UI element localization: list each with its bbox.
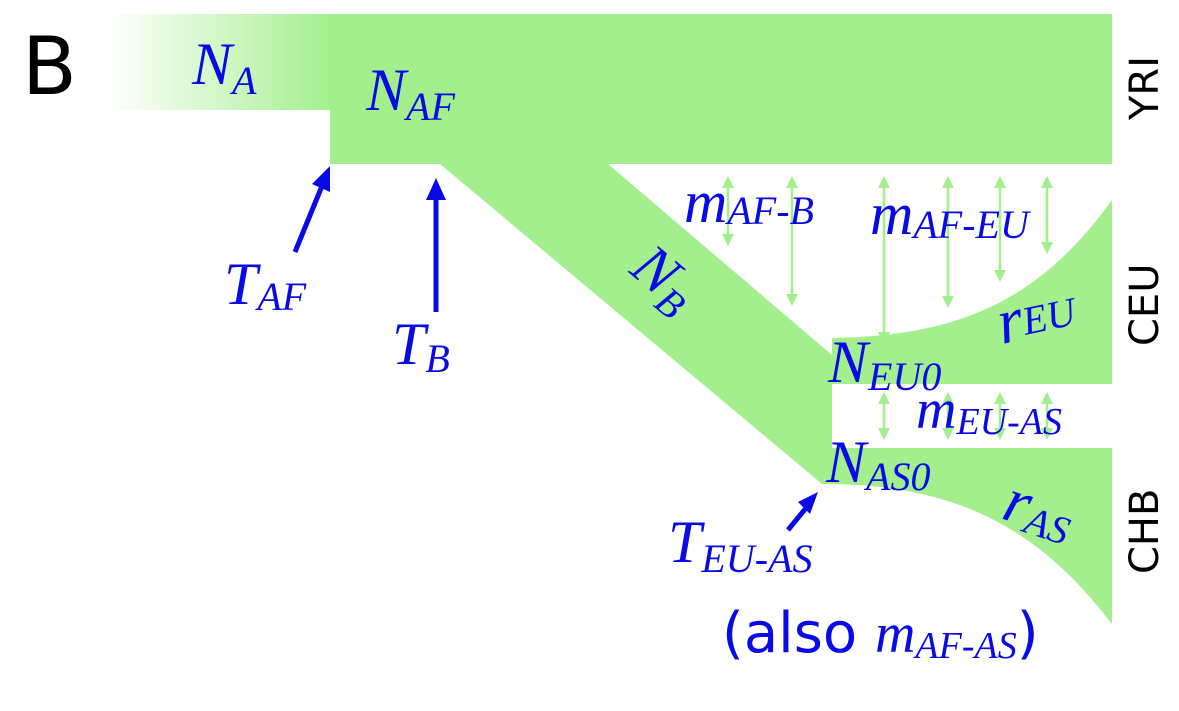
migration-arrow bbox=[878, 176, 890, 344]
also-note-close: ) bbox=[1017, 601, 1039, 666]
african-population-band bbox=[330, 14, 1112, 164]
param-n-eu0-sub: EU0 bbox=[867, 354, 941, 399]
also-note: (also mAF-AS) bbox=[722, 601, 1039, 667]
t-eu-as-arrow bbox=[786, 492, 818, 532]
migration-arrows-eu-as bbox=[878, 392, 1053, 440]
population-label-ceu: CEU bbox=[1122, 264, 1168, 346]
param-t-b-sub: B bbox=[425, 336, 449, 381]
migration-arrow bbox=[786, 176, 798, 306]
param-n-a: NA bbox=[191, 31, 257, 103]
param-m-eu-as-sub: EU-AS bbox=[955, 401, 1062, 443]
population-label-yri: YRI bbox=[1122, 56, 1168, 121]
also-note-sub: AF-AS bbox=[912, 625, 1016, 667]
t-af-arrow bbox=[292, 166, 330, 253]
population-label-chb: CHB bbox=[1122, 489, 1168, 574]
migration-arrows-af-b bbox=[722, 176, 798, 306]
param-n-eu0: NEU0 bbox=[827, 329, 941, 399]
param-n-eu0-base: N bbox=[827, 329, 871, 395]
param-m-af-eu-base: m bbox=[870, 181, 913, 247]
migration-arrows-af-eu bbox=[878, 176, 1053, 344]
chb-branch bbox=[832, 448, 1112, 624]
param-m-eu-as-base: m bbox=[916, 379, 956, 441]
param-m-eu-as: mEU-AS bbox=[916, 379, 1062, 443]
ceu-branch bbox=[832, 200, 1112, 384]
also-note-open: (also bbox=[722, 601, 875, 666]
param-t-eu-as-base: T bbox=[668, 509, 705, 575]
param-n-af-sub: AF bbox=[403, 84, 455, 129]
panel-label: B bbox=[22, 20, 77, 113]
migration-arrow bbox=[878, 392, 890, 440]
migration-arrow bbox=[994, 392, 1006, 440]
t-b-arrow bbox=[426, 178, 446, 312]
param-t-b: TB bbox=[392, 311, 450, 381]
migration-arrow bbox=[942, 392, 954, 440]
param-t-eu-as: TEU-AS bbox=[668, 509, 812, 581]
migration-arrow bbox=[1041, 176, 1053, 254]
bottleneck-branch bbox=[440, 164, 832, 484]
migration-arrow bbox=[994, 176, 1006, 282]
param-n-af-base: N bbox=[365, 57, 409, 123]
ancestral-population-band bbox=[108, 14, 334, 110]
param-n-as0-sub: AS0 bbox=[863, 454, 930, 499]
migration-arrow bbox=[942, 176, 954, 308]
param-t-b-base: T bbox=[392, 311, 429, 377]
also-note-base: m bbox=[875, 603, 915, 665]
param-m-af-eu-sub: AF-EU bbox=[910, 202, 1032, 247]
param-m-af-b: mAF-B bbox=[684, 169, 814, 235]
migration-arrow bbox=[1041, 392, 1053, 440]
param-t-af-base: T bbox=[224, 251, 261, 317]
migration-arrow bbox=[722, 176, 734, 246]
param-m-af-eu: mAF-EU bbox=[870, 181, 1032, 247]
param-t-eu-as-sub: EU-AS bbox=[700, 536, 812, 581]
param-m-af-b-sub: AF-B bbox=[724, 188, 814, 233]
param-t-af-sub: AF bbox=[254, 274, 306, 319]
param-m-af-b-base: m bbox=[684, 169, 727, 235]
param-n-af: NAF bbox=[365, 57, 455, 129]
param-t-af: TAF bbox=[224, 251, 307, 319]
param-n-a-sub: A bbox=[229, 58, 257, 103]
param-n-a-base: N bbox=[191, 31, 235, 97]
param-n-as0-base: N bbox=[825, 429, 869, 495]
param-n-as0: NAS0 bbox=[825, 429, 930, 499]
param-r-eu: rEU bbox=[990, 271, 1084, 357]
